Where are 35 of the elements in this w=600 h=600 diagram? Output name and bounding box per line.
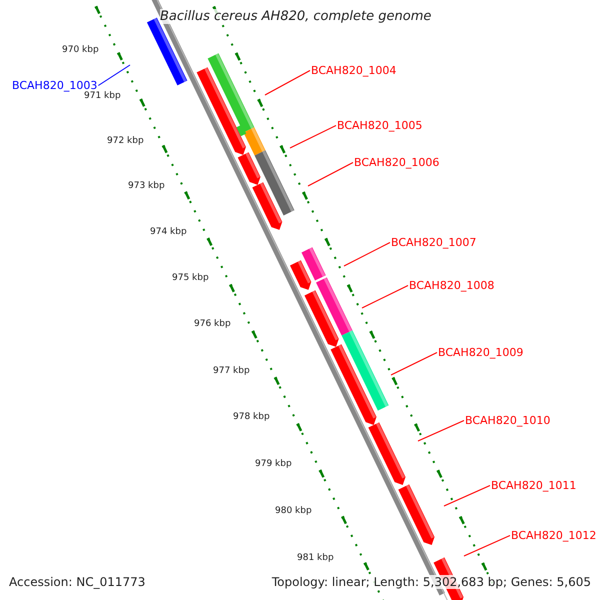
leader-line (444, 485, 490, 506)
scale-label: 976 kbp (194, 319, 231, 329)
gene-label: BCAH820_1003 (12, 79, 98, 92)
title: Bacillus cereus AH820, complete genome (160, 9, 432, 24)
leader-line (98, 64, 130, 86)
scale-label: 973 kbp (128, 181, 165, 191)
leader-line (362, 285, 408, 308)
scale-label: 972 kbp (107, 136, 144, 146)
scale-label: 970 kbp (62, 45, 99, 55)
scale-label: 974 kbp (150, 227, 187, 237)
leader-line (290, 125, 336, 148)
genome-summary-text: Topology: linear; Length: 5,302,683 bp; Genes: 5,605 (272, 575, 591, 589)
scale-label: 979 kbp (255, 459, 292, 469)
gene-label: BCAH820_1010 (465, 414, 550, 427)
scale-label: 980 kbp (275, 506, 312, 516)
gene-label: BCAH820_1006 (354, 156, 440, 169)
leader-line (390, 352, 438, 376)
scale-label: 971 kbp (84, 91, 121, 101)
gene-label: BCAH820_1008 (409, 279, 494, 292)
gene-label: BCAH820_1009 (438, 346, 524, 359)
leader-line (308, 162, 354, 186)
scale-label: 977 kbp (213, 366, 250, 376)
gene-label: BCAH820_1007 (391, 236, 476, 249)
gene-label: BCAH820_1011 (491, 479, 576, 492)
leader-line (418, 420, 464, 442)
gene-label: BCAH820_1005 (337, 119, 422, 132)
scale-label: 981 kbp (297, 553, 334, 563)
leader-line (264, 70, 310, 96)
accession-text: Accession: NC_011773 (9, 575, 146, 589)
gene-label: BCAH820_1012 (511, 529, 596, 542)
gene-label: BCAH820_1004 (311, 64, 396, 77)
scale-label: 978 kbp (233, 412, 270, 422)
scale-label: 975 kbp (172, 273, 209, 283)
leader-line (344, 242, 390, 266)
leader-line (464, 535, 510, 556)
